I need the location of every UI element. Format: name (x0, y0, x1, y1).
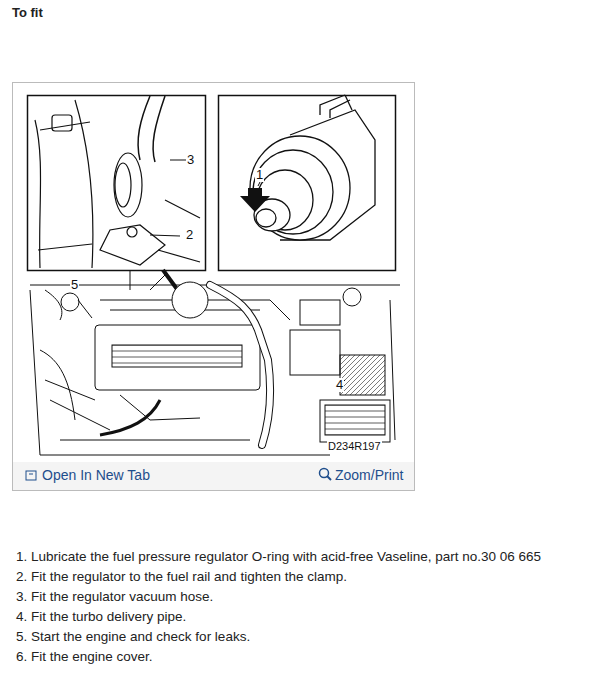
callout-number: 3 (186, 153, 195, 167)
page-heading: To fit (12, 5, 43, 20)
callout-number: 4 (335, 378, 344, 392)
callout-number: 2 (185, 228, 194, 242)
callout-number: 1 (255, 168, 264, 182)
instruction-step: 6. Fit the engine cover. (16, 649, 153, 664)
callout-number: 5 (70, 278, 79, 292)
instruction-step: 4. Fit the turbo delivery pipe. (16, 609, 186, 624)
instruction-step: 1. Lubricate the fuel pressure regulator… (16, 549, 541, 564)
figure-code: D234R197 (327, 440, 382, 452)
instruction-step: 2. Fit the regulator to the fuel rail an… (16, 569, 347, 584)
open-link: Open In New Tab (42, 467, 150, 483)
zoom-link: Zoom/Print (335, 467, 403, 483)
instruction-step: 5. Start the engine and check for leaks. (16, 629, 250, 644)
instruction-step: 3. Fit the regulator vacuum hose. (16, 589, 213, 604)
